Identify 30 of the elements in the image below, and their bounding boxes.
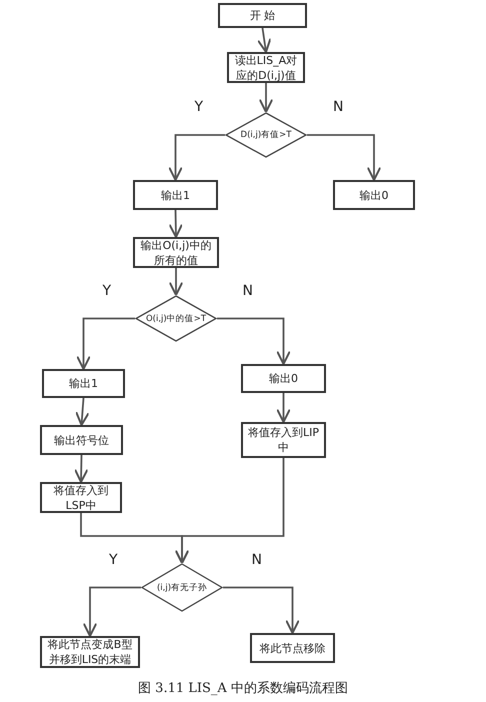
process-box: 输出O(i,j)中的所有的值 bbox=[133, 237, 219, 268]
arrow bbox=[256, 28, 272, 53]
arrow bbox=[217, 318, 291, 365]
arrow bbox=[168, 268, 184, 296]
process-box: 将值存入到LIP中 bbox=[241, 422, 326, 458]
arrow bbox=[168, 134, 225, 181]
decision-diamond: (i,j)有无子孙 bbox=[141, 563, 223, 612]
arrow bbox=[174, 458, 284, 564]
process-box: 读出LIS_A对应的D(i,j)值 bbox=[227, 52, 305, 83]
process-box: 将此节点变成B型并移到LIS的末端 bbox=[40, 636, 140, 668]
arrow bbox=[76, 318, 135, 370]
process-box: 输出符号位 bbox=[40, 425, 123, 455]
process-box: 输出1 bbox=[42, 369, 125, 398]
process-box: 将此节点移除 bbox=[250, 633, 335, 663]
process-box: 输出0 bbox=[241, 364, 326, 393]
arrow bbox=[82, 586, 141, 637]
arrow bbox=[258, 83, 274, 113]
arrow bbox=[168, 210, 184, 238]
arrow bbox=[307, 134, 382, 181]
arrow bbox=[75, 398, 90, 426]
decision-diamond: O(i,j)中的值>T bbox=[135, 295, 217, 342]
arrow bbox=[74, 454, 89, 483]
process-box: 开 始 bbox=[218, 3, 307, 28]
arrow bbox=[276, 393, 291, 423]
process-box: 输出1 bbox=[133, 180, 218, 210]
process-box: 将值存入到LSP中 bbox=[40, 482, 122, 513]
arrow bbox=[223, 586, 300, 634]
figure-caption: 图 3.11 LIS_A 中的系数编码流程图 bbox=[138, 681, 348, 696]
process-box: 输出0 bbox=[333, 180, 415, 210]
decision-diamond: D(i,j)有值>T bbox=[225, 112, 307, 158]
